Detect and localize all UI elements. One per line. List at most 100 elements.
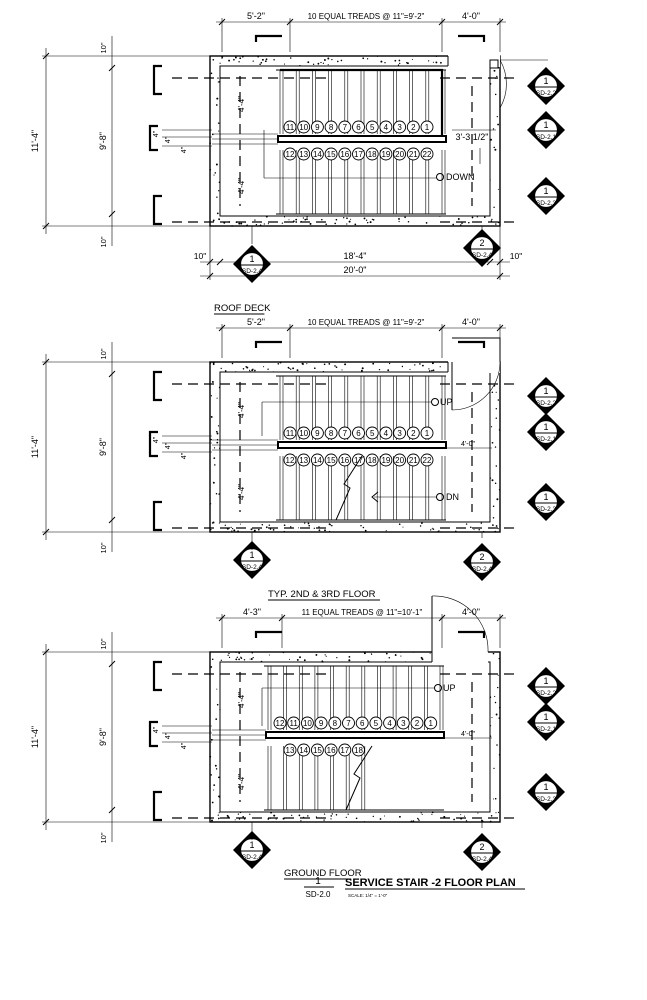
concrete-speck — [218, 812, 220, 814]
dim-overall-h: 11'-4" — [30, 726, 40, 748]
door-swing — [499, 59, 548, 109]
concrete-speck — [210, 395, 213, 397]
step-number-circle — [406, 426, 420, 440]
concrete-speck — [494, 530, 497, 533]
concrete-speck — [325, 223, 327, 226]
concrete-speck — [264, 60, 267, 63]
concrete-speck — [398, 59, 401, 62]
concrete-speck — [237, 530, 239, 533]
concrete-speck — [211, 801, 214, 804]
concrete-speck — [348, 656, 351, 658]
concrete-speck — [410, 820, 413, 823]
concrete-speck — [320, 61, 322, 64]
dimension-top: 5'-2"10 EQUAL TREADS @ 11"=9'-2"4'-0" — [216, 11, 506, 52]
concrete-speck — [336, 657, 338, 659]
concrete-speck — [344, 363, 347, 366]
concrete-speck — [425, 222, 428, 224]
concrete-speck — [409, 368, 411, 370]
concrete-speck — [380, 60, 383, 63]
section-tag-sd22: 1SD-2.2 — [527, 67, 565, 105]
column-bracket-top — [254, 630, 282, 638]
concrete-speck — [235, 658, 238, 661]
concrete-speck — [218, 817, 220, 820]
concrete-speck — [210, 666, 213, 668]
concrete-speck — [217, 122, 220, 124]
concrete-speck — [494, 93, 497, 96]
concrete-speck — [388, 362, 391, 365]
door-swing — [451, 361, 501, 411]
direction-note: DOWN — [446, 172, 475, 182]
concrete-speck — [263, 366, 265, 368]
dim-run-up: 4'-4" — [237, 96, 246, 112]
concrete-speck — [497, 188, 499, 190]
concrete-speck — [255, 223, 258, 226]
concrete-speck — [270, 811, 273, 814]
step-number: 21 — [409, 150, 418, 159]
concrete-speck — [363, 217, 366, 220]
concrete-speck — [464, 815, 466, 817]
step-number-circle — [410, 716, 424, 730]
concrete-speck — [273, 814, 276, 817]
step-number-circle — [338, 147, 352, 161]
dim-gap-b: 4" — [165, 442, 172, 449]
concrete-speck — [489, 179, 491, 181]
title-sheet-ref: SD-2.0 — [306, 890, 331, 899]
concrete-speck — [299, 656, 301, 659]
step-number: 1 — [428, 719, 433, 728]
dim-top-right: 4'-0" — [462, 317, 480, 327]
step-number: 6 — [356, 123, 361, 132]
step-number: 10 — [299, 123, 308, 132]
concrete-speck — [318, 529, 321, 532]
section-number: 1 — [543, 782, 548, 792]
concrete-speck — [249, 658, 251, 660]
concrete-speck — [493, 69, 496, 72]
door-opening — [448, 55, 500, 67]
concrete-speck — [480, 522, 482, 524]
step-number-circle — [310, 426, 324, 440]
dim-gap-b: 4" — [165, 732, 172, 739]
concrete-speck — [254, 219, 256, 221]
concrete-speck — [495, 417, 498, 419]
step-number-circle — [420, 426, 434, 440]
concrete-speck — [218, 795, 220, 798]
concrete-speck — [432, 528, 435, 530]
step-number-circle — [324, 147, 338, 161]
concrete-speck — [337, 60, 339, 63]
dim-gap-b: 4" — [165, 136, 172, 143]
concrete-speck — [231, 225, 233, 227]
dim-inner-h: 9'-8" — [98, 728, 108, 746]
step-number: 11 — [286, 123, 295, 132]
step-number-circle — [310, 147, 324, 161]
concrete-speck — [224, 524, 226, 526]
concrete-speck — [417, 817, 419, 820]
door-opening — [448, 361, 500, 373]
section-circle-icon — [469, 839, 495, 865]
concrete-speck — [215, 430, 218, 433]
dim-tick — [486, 258, 494, 266]
concrete-speck — [218, 447, 221, 449]
concrete-speck — [496, 744, 498, 746]
step-number: 12 — [286, 150, 295, 159]
concrete-speck — [288, 219, 290, 221]
dim-top-left: 5'-2" — [247, 317, 265, 327]
concrete-speck — [216, 432, 219, 435]
step-number-circle — [324, 743, 338, 757]
concrete-speck — [435, 55, 438, 58]
step-number: 18 — [354, 746, 363, 755]
dim-run-dn: 4'-4" — [237, 484, 246, 500]
section-tag-sd24-left: 1SD-2.4 — [233, 245, 271, 283]
concrete-speck — [279, 361, 282, 364]
upper-rail — [280, 68, 444, 136]
dim-bot-10: 10" — [99, 832, 108, 843]
section-circle-icon — [469, 235, 495, 261]
concrete-speck — [384, 661, 387, 663]
step-number-circle — [283, 426, 297, 440]
concrete-speck — [398, 220, 400, 223]
step-number-circle — [393, 426, 407, 440]
column-bracket-top — [458, 630, 486, 638]
concrete-speck — [495, 812, 497, 814]
concrete-speck — [492, 524, 494, 526]
concrete-speck — [439, 366, 441, 368]
concrete-speck — [283, 530, 286, 533]
